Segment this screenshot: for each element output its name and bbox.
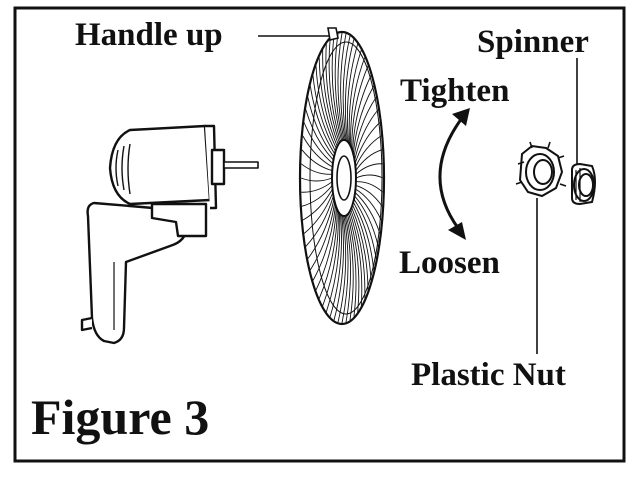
fan-motor-housing-icon: [80, 124, 259, 345]
grille-spoke: [318, 209, 338, 299]
grille-spoke: [351, 207, 369, 291]
grille-spoke: [341, 215, 349, 324]
grille-spoke: [312, 75, 336, 152]
grille-spoke: [352, 204, 372, 281]
grille-spoke: [344, 215, 351, 323]
grille-spoke: [354, 122, 381, 164]
grille-spoke: [337, 215, 347, 323]
grille-spoke: [312, 204, 336, 281]
grille-spoke: [351, 65, 369, 149]
grille-spoke: [354, 195, 379, 247]
grille-spoke: [354, 192, 381, 234]
grille-spoke: [355, 149, 383, 171]
curved-rotation-arrow-icon: [438, 108, 470, 240]
grille-spoke: [354, 109, 379, 161]
grille-spoke: [352, 85, 375, 154]
grille-spoke: [303, 122, 334, 164]
grille-spoke: [303, 192, 334, 234]
grille-spoke: [322, 211, 339, 307]
grille-spoke: [342, 35, 351, 141]
grille-spoke: [340, 33, 347, 141]
grille-spoke: [300, 163, 333, 175]
grille-spoke: [302, 135, 333, 168]
grille-spoke: [355, 174, 384, 179]
grille-spoke: [355, 181, 384, 193]
grille-hub: [336, 155, 352, 201]
grille-spoke: [301, 181, 333, 193]
grille-spoke: [309, 202, 336, 271]
grille-spoke: [345, 215, 354, 321]
grille-spoke: [329, 214, 342, 317]
grille-spoke: [315, 65, 337, 149]
spinner-cap-icon: [571, 58, 596, 206]
grille-spoke: [352, 201, 375, 271]
grille-spoke: [344, 39, 355, 142]
grille-spoke: [347, 214, 357, 317]
tighten-label: Tighten: [400, 73, 510, 109]
grille-spoke: [355, 135, 382, 168]
grille-spoke: [301, 185, 333, 207]
grille-spoke: [348, 49, 362, 145]
grille-spoke: [355, 184, 383, 207]
loosen-label: Loosen: [399, 245, 500, 281]
grille-spoke: [331, 35, 343, 141]
grille-spoke: [307, 199, 335, 259]
grille-spoke: [353, 198, 377, 259]
grille-spoke: [305, 109, 334, 161]
grille-spoke: [353, 97, 377, 157]
grille-spoke: [355, 163, 383, 175]
spinner-label: Spinner: [477, 24, 589, 60]
grille-spoke: [300, 177, 333, 182]
grille-spoke: [305, 195, 334, 247]
grille-spoke: [325, 213, 341, 313]
grille-spoke: [318, 57, 338, 147]
grille-spoke: [322, 50, 339, 145]
grille-spoke: [309, 85, 336, 155]
handle-up-label: Handle up: [75, 17, 223, 53]
grille-spoke: [325, 43, 340, 144]
grille-spoke: [328, 39, 341, 142]
grille-spoke: [337, 32, 345, 141]
grille-spoke: [349, 211, 363, 306]
grille-spoke: [348, 212, 360, 313]
plastic-nut-label: Plastic Nut: [411, 357, 566, 393]
grille-spoke: [355, 188, 382, 221]
handle-tab-icon: [327, 27, 339, 41]
grille-spoke: [333, 215, 344, 321]
grille-spoke: [346, 43, 359, 143]
plastic-nut-icon: [515, 141, 567, 354]
grille-spoke: [307, 97, 335, 158]
grille-spoke: [315, 207, 337, 291]
grille-spoke: [352, 75, 372, 152]
grille-spoke: [302, 188, 333, 221]
fan-grille-icon: [298, 30, 386, 326]
figure-caption: Figure 3: [31, 389, 210, 445]
grille-rim: [298, 30, 386, 326]
grille-spoke: [334, 33, 344, 141]
grille-spoke: [350, 57, 366, 147]
grille-spoke: [301, 149, 333, 172]
grille-spoke: [350, 209, 366, 299]
